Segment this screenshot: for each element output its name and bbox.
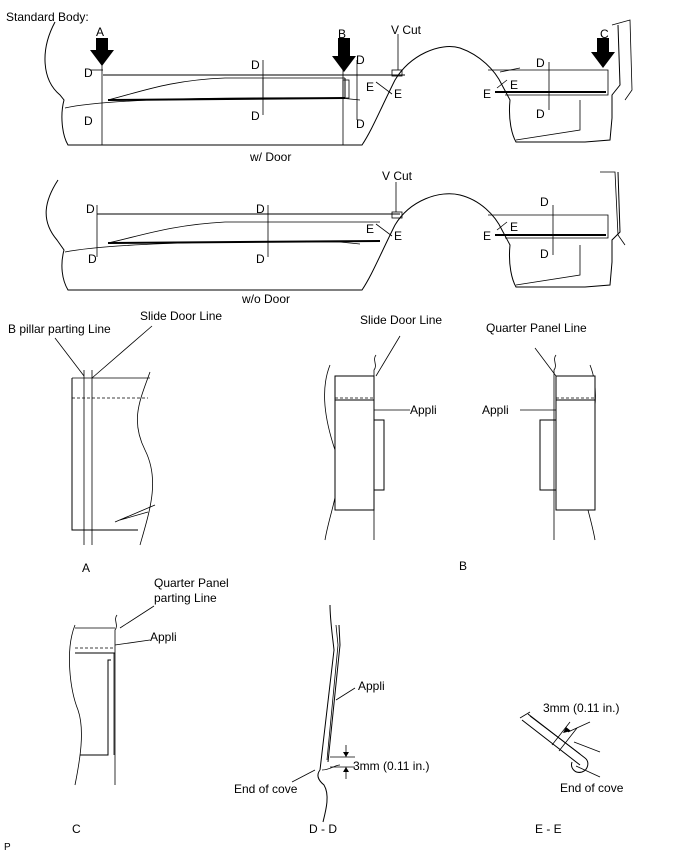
arrow-b-icon: [332, 38, 356, 72]
appli-label: Appli: [150, 630, 177, 644]
appli-label: Appli: [410, 403, 437, 417]
detail-b: Slide Door Line Appli Quarter Panel Line…: [324, 313, 596, 573]
label-d: D: [536, 56, 545, 70]
label-c: C: [600, 27, 609, 41]
label-d: D: [251, 58, 260, 72]
detail-e-e-caption: E - E: [535, 822, 562, 836]
end-of-cove-label: End of cove: [560, 781, 624, 795]
label-e: E: [510, 220, 518, 234]
label-d: D: [540, 195, 549, 209]
arrow-a-icon: [90, 38, 114, 66]
end-of-cove-label: End of cove: [234, 782, 298, 796]
detail-c: Quarter Panel parting Line Appli C: [69, 576, 229, 836]
label-d: D: [251, 109, 260, 123]
b-pillar-parting-line-label: B pillar parting Line: [8, 322, 111, 336]
quarter-panel-label: Quarter Panel: [154, 576, 229, 590]
label-e: E: [366, 80, 374, 94]
detail-a: B pillar parting Line Slide Door Line A: [8, 309, 222, 575]
appli-label: Appli: [358, 679, 385, 693]
detail-e-e: 3mm (0.11 in.) End of cove E - E: [519, 701, 624, 836]
dimension-label: 3mm (0.11 in.): [543, 701, 619, 715]
label-d: D: [540, 247, 549, 261]
parting-line-label: parting Line: [154, 591, 217, 605]
detail-b-caption: B: [459, 559, 467, 573]
side-view-with-door: A B C V Cut D D D D D D D D E E E E w/ D…: [44, 19, 633, 164]
label-a: A: [96, 25, 104, 39]
v-cut-label: V Cut: [382, 169, 413, 183]
detail-c-caption: C: [72, 822, 81, 836]
detail-d-d-caption: D - D: [309, 822, 337, 836]
label-d: D: [356, 117, 365, 131]
label-e: E: [394, 229, 402, 243]
dimension-label: 3mm (0.11 in.): [353, 759, 429, 773]
label-b: B: [338, 27, 346, 41]
label-d: D: [256, 202, 265, 216]
detail-d-d: Appli 3mm (0.11 in.) End of cove D - D: [234, 604, 429, 836]
without-door-caption: w/o Door: [241, 292, 290, 306]
label-e: E: [394, 87, 402, 101]
label-d: D: [86, 202, 95, 216]
label-d: D: [256, 252, 265, 266]
standard-body-title: Standard Body:: [6, 10, 89, 24]
detail-a-caption: A: [82, 561, 90, 575]
slide-door-line-label: Slide Door Line: [360, 313, 442, 327]
arrow-c-icon: [591, 38, 615, 68]
v-cut-label: V Cut: [391, 23, 422, 37]
with-door-caption: w/ Door: [249, 150, 291, 164]
label-d: D: [84, 66, 93, 80]
label-d: D: [88, 252, 97, 266]
appli-label: Appli: [482, 403, 509, 417]
label-d: D: [356, 53, 365, 67]
label-e: E: [510, 78, 518, 92]
label-e: E: [483, 229, 491, 243]
quarter-panel-line-label: Quarter Panel Line: [486, 321, 587, 335]
footer-code: P: [4, 842, 11, 853]
label-e: E: [483, 87, 491, 101]
side-view-without-door: V Cut D D D D D D E E E E w/o Door: [45, 169, 626, 306]
slide-door-line-label: Slide Door Line: [140, 309, 222, 323]
label-d: D: [84, 114, 93, 128]
label-d: D: [536, 107, 545, 121]
label-e: E: [366, 222, 374, 236]
